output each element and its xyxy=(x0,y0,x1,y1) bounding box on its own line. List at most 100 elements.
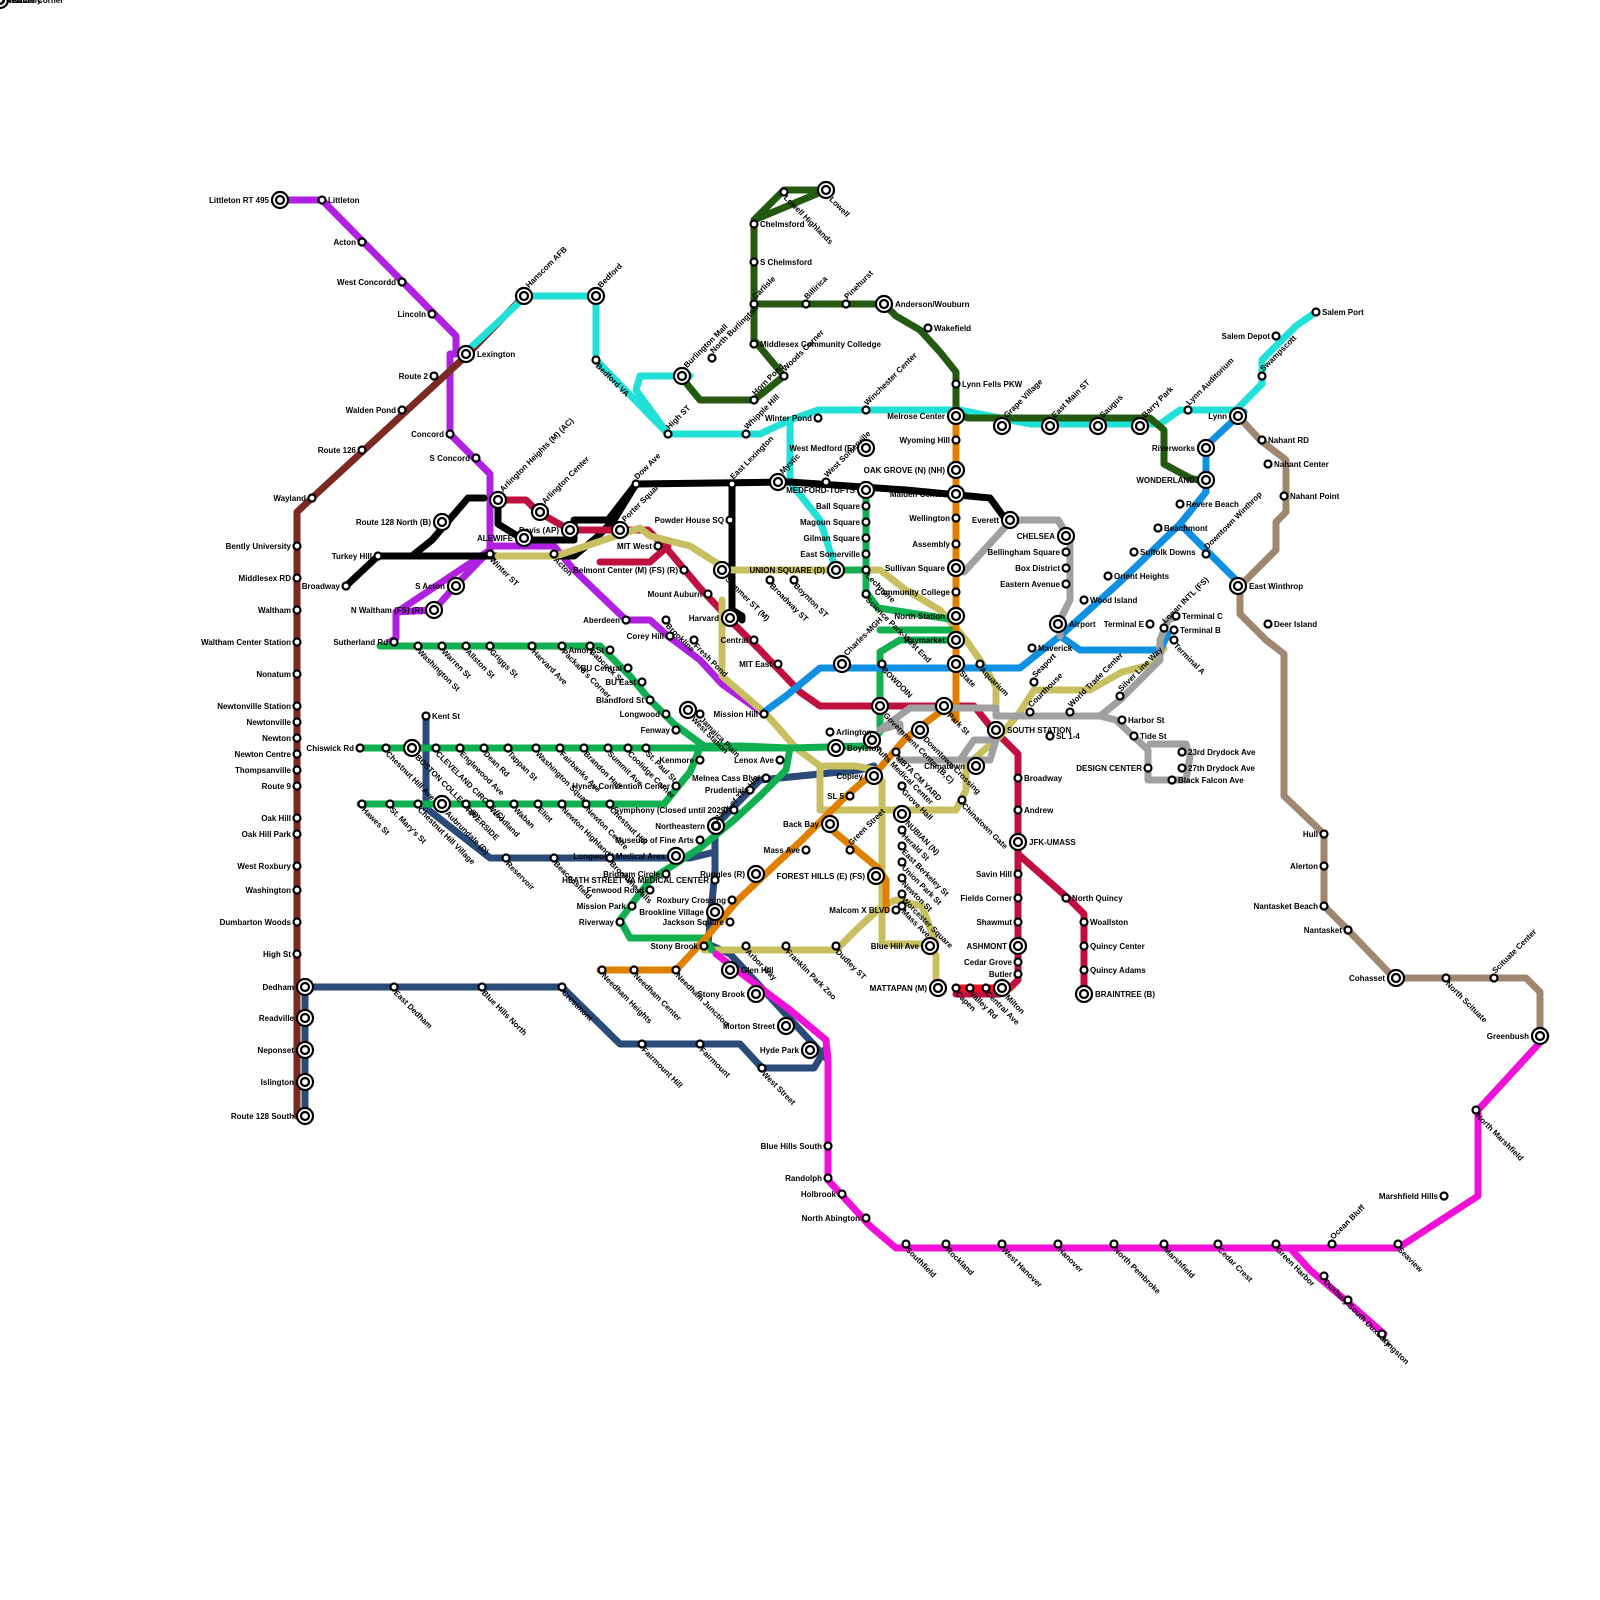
station[interactable]: North Scituate xyxy=(1441,973,1490,1025)
station[interactable]: Mount Auburn xyxy=(648,589,713,599)
station[interactable]: Revere Beach xyxy=(1175,499,1240,509)
station[interactable]: Mission Park xyxy=(577,901,637,911)
station[interactable]: ASHMONT xyxy=(967,936,1028,956)
station[interactable]: S Concord xyxy=(430,453,481,463)
station[interactable]: Butler xyxy=(989,969,1023,979)
station[interactable]: S Chelmsford xyxy=(749,257,813,267)
station[interactable]: Crestmont xyxy=(557,982,595,1024)
station[interactable]: Stony Brook xyxy=(650,941,709,951)
station[interactable]: Assembly xyxy=(912,539,961,549)
station[interactable]: 27th Drydock Ave xyxy=(1177,763,1256,773)
station[interactable]: Randolph xyxy=(785,1173,833,1183)
station[interactable]: Malcom X BLVD xyxy=(829,905,901,915)
station[interactable]: West Concordd xyxy=(337,277,407,287)
station[interactable]: Corey Hill xyxy=(627,631,675,641)
station[interactable]: Route 9 xyxy=(262,781,302,791)
station[interactable]: Salem Port xyxy=(1311,307,1365,317)
station[interactable]: Roxbury Crossing xyxy=(657,895,737,905)
station[interactable]: Needham Heights xyxy=(597,965,655,1026)
station[interactable]: Glen Hill xyxy=(720,960,773,980)
station[interactable]: Harbor St xyxy=(1117,715,1165,725)
station[interactable]: Terminal A xyxy=(1169,635,1208,677)
station[interactable]: Wakefield xyxy=(923,323,972,333)
station[interactable]: North Abington xyxy=(802,1213,871,1223)
station[interactable]: Waltham Center Station xyxy=(201,637,302,647)
station[interactable]: SOUTH STATION xyxy=(986,720,1071,740)
station[interactable]: Islington xyxy=(261,1072,315,1092)
station[interactable]: Blue Hills South xyxy=(761,1141,833,1151)
station[interactable]: Newtonville xyxy=(247,717,302,727)
station[interactable]: Broadway ST xyxy=(765,575,811,624)
station[interactable]: Burlington Mall xyxy=(672,322,730,386)
station[interactable]: Blandford St xyxy=(596,695,655,705)
station[interactable]: Chinatown xyxy=(924,756,986,776)
station[interactable]: Savin Hill xyxy=(976,869,1023,879)
station[interactable]: Broadway xyxy=(302,581,351,591)
station[interactable]: Airport xyxy=(1048,614,1096,634)
station[interactable]: Brookline Village xyxy=(639,902,725,922)
station[interactable]: Back Bay xyxy=(783,814,840,834)
station[interactable]: Alerton xyxy=(1290,861,1329,871)
station[interactable]: Dudley ST xyxy=(831,941,868,982)
station[interactable]: Wayland xyxy=(273,493,317,503)
station[interactable]: Oak Hill Park xyxy=(242,829,302,839)
station[interactable]: Symphony (Closed until 2029) xyxy=(614,805,739,815)
station[interactable]: Fenway xyxy=(641,725,681,735)
station[interactable]: Cedar Grove xyxy=(964,957,1023,967)
station[interactable]: Mass Ave xyxy=(764,845,811,855)
station[interactable]: Brigham Circle xyxy=(603,869,671,879)
station[interactable]: East Winthrop xyxy=(1228,576,1303,596)
station[interactable]: Kenmore xyxy=(659,755,705,765)
station[interactable]: Sutherland Rd xyxy=(333,637,399,647)
station[interactable]: Andrew xyxy=(1013,805,1055,815)
station[interactable]: Gilman Square xyxy=(804,533,871,543)
station[interactable]: Belmont Center (M) (FS) (R) xyxy=(573,565,689,575)
station[interactable]: Newton Centre xyxy=(235,749,302,759)
station[interactable]: Fenwood Road xyxy=(587,885,655,895)
station[interactable]: Chelmsford xyxy=(749,219,805,229)
station[interactable]: Maverick xyxy=(1027,643,1073,653)
station[interactable]: Melrose Center xyxy=(887,406,966,426)
station[interactable]: DESIGN CENTER xyxy=(1076,763,1153,773)
station[interactable]: Orient Heights xyxy=(1103,571,1170,581)
station[interactable]: Newtonville Station xyxy=(217,701,302,711)
station[interactable]: Central xyxy=(720,635,759,645)
station[interactable]: Thompsanville xyxy=(235,765,302,775)
station[interactable]: Boylston xyxy=(826,738,881,758)
station[interactable]: Ball Square xyxy=(816,501,871,511)
station[interactable]: Seaview xyxy=(1393,1239,1426,1275)
station[interactable]: Lynn Fells PKW xyxy=(951,379,1023,389)
station[interactable]: Blue Hill Ave xyxy=(871,936,940,956)
station[interactable]: SL 1-4 xyxy=(1045,731,1081,741)
station[interactable]: Kingston xyxy=(1377,1329,1411,1367)
station[interactable]: Quincy Adams xyxy=(1079,965,1147,975)
station[interactable]: Blue Hills North xyxy=(477,982,529,1038)
station[interactable]: BU Central xyxy=(581,663,633,673)
station[interactable]: FOREST HILLS (E) (FS) xyxy=(777,866,886,886)
station[interactable]: HEATH STREET VA MEDICAL CENTER xyxy=(562,875,720,885)
station[interactable]: Nahant RD xyxy=(1257,435,1310,445)
station[interactable]: Wyoming Hill xyxy=(899,435,961,445)
station[interactable]: Quincy Center xyxy=(1079,941,1145,951)
station[interactable]: OAK GROVE (N) (NH) xyxy=(864,460,966,480)
station[interactable]: Black Falcon Ave xyxy=(1167,775,1245,785)
station[interactable]: Arlington Heights (M) (AC) xyxy=(488,416,576,510)
station[interactable]: Route 126 xyxy=(318,445,367,455)
station[interactable]: Nantasket xyxy=(1304,925,1353,935)
station[interactable]: West Somerville xyxy=(821,429,873,487)
station[interactable]: Winter Pond xyxy=(765,413,823,423)
station[interactable]: Malden Center xyxy=(890,484,966,504)
station[interactable]: Tide St xyxy=(1129,731,1167,741)
station[interactable]: SL 5 xyxy=(827,791,855,801)
station[interactable]: Bellingham Square xyxy=(988,547,1071,557)
station[interactable]: Marshfield Hills xyxy=(1379,1191,1449,1201)
station[interactable]: Copley xyxy=(836,766,884,786)
station[interactable]: Washington xyxy=(246,885,302,895)
station[interactable]: Acton xyxy=(333,237,367,247)
station[interactable]: Winchester Center xyxy=(861,351,919,415)
station[interactable]: Wellington xyxy=(909,513,961,523)
station[interactable]: Morton Street xyxy=(723,1016,796,1036)
station[interactable]: Nahant Center xyxy=(1263,459,1329,469)
station[interactable]: Cohasset xyxy=(1349,968,1406,988)
station[interactable]: Salem Depot xyxy=(1222,331,1281,341)
